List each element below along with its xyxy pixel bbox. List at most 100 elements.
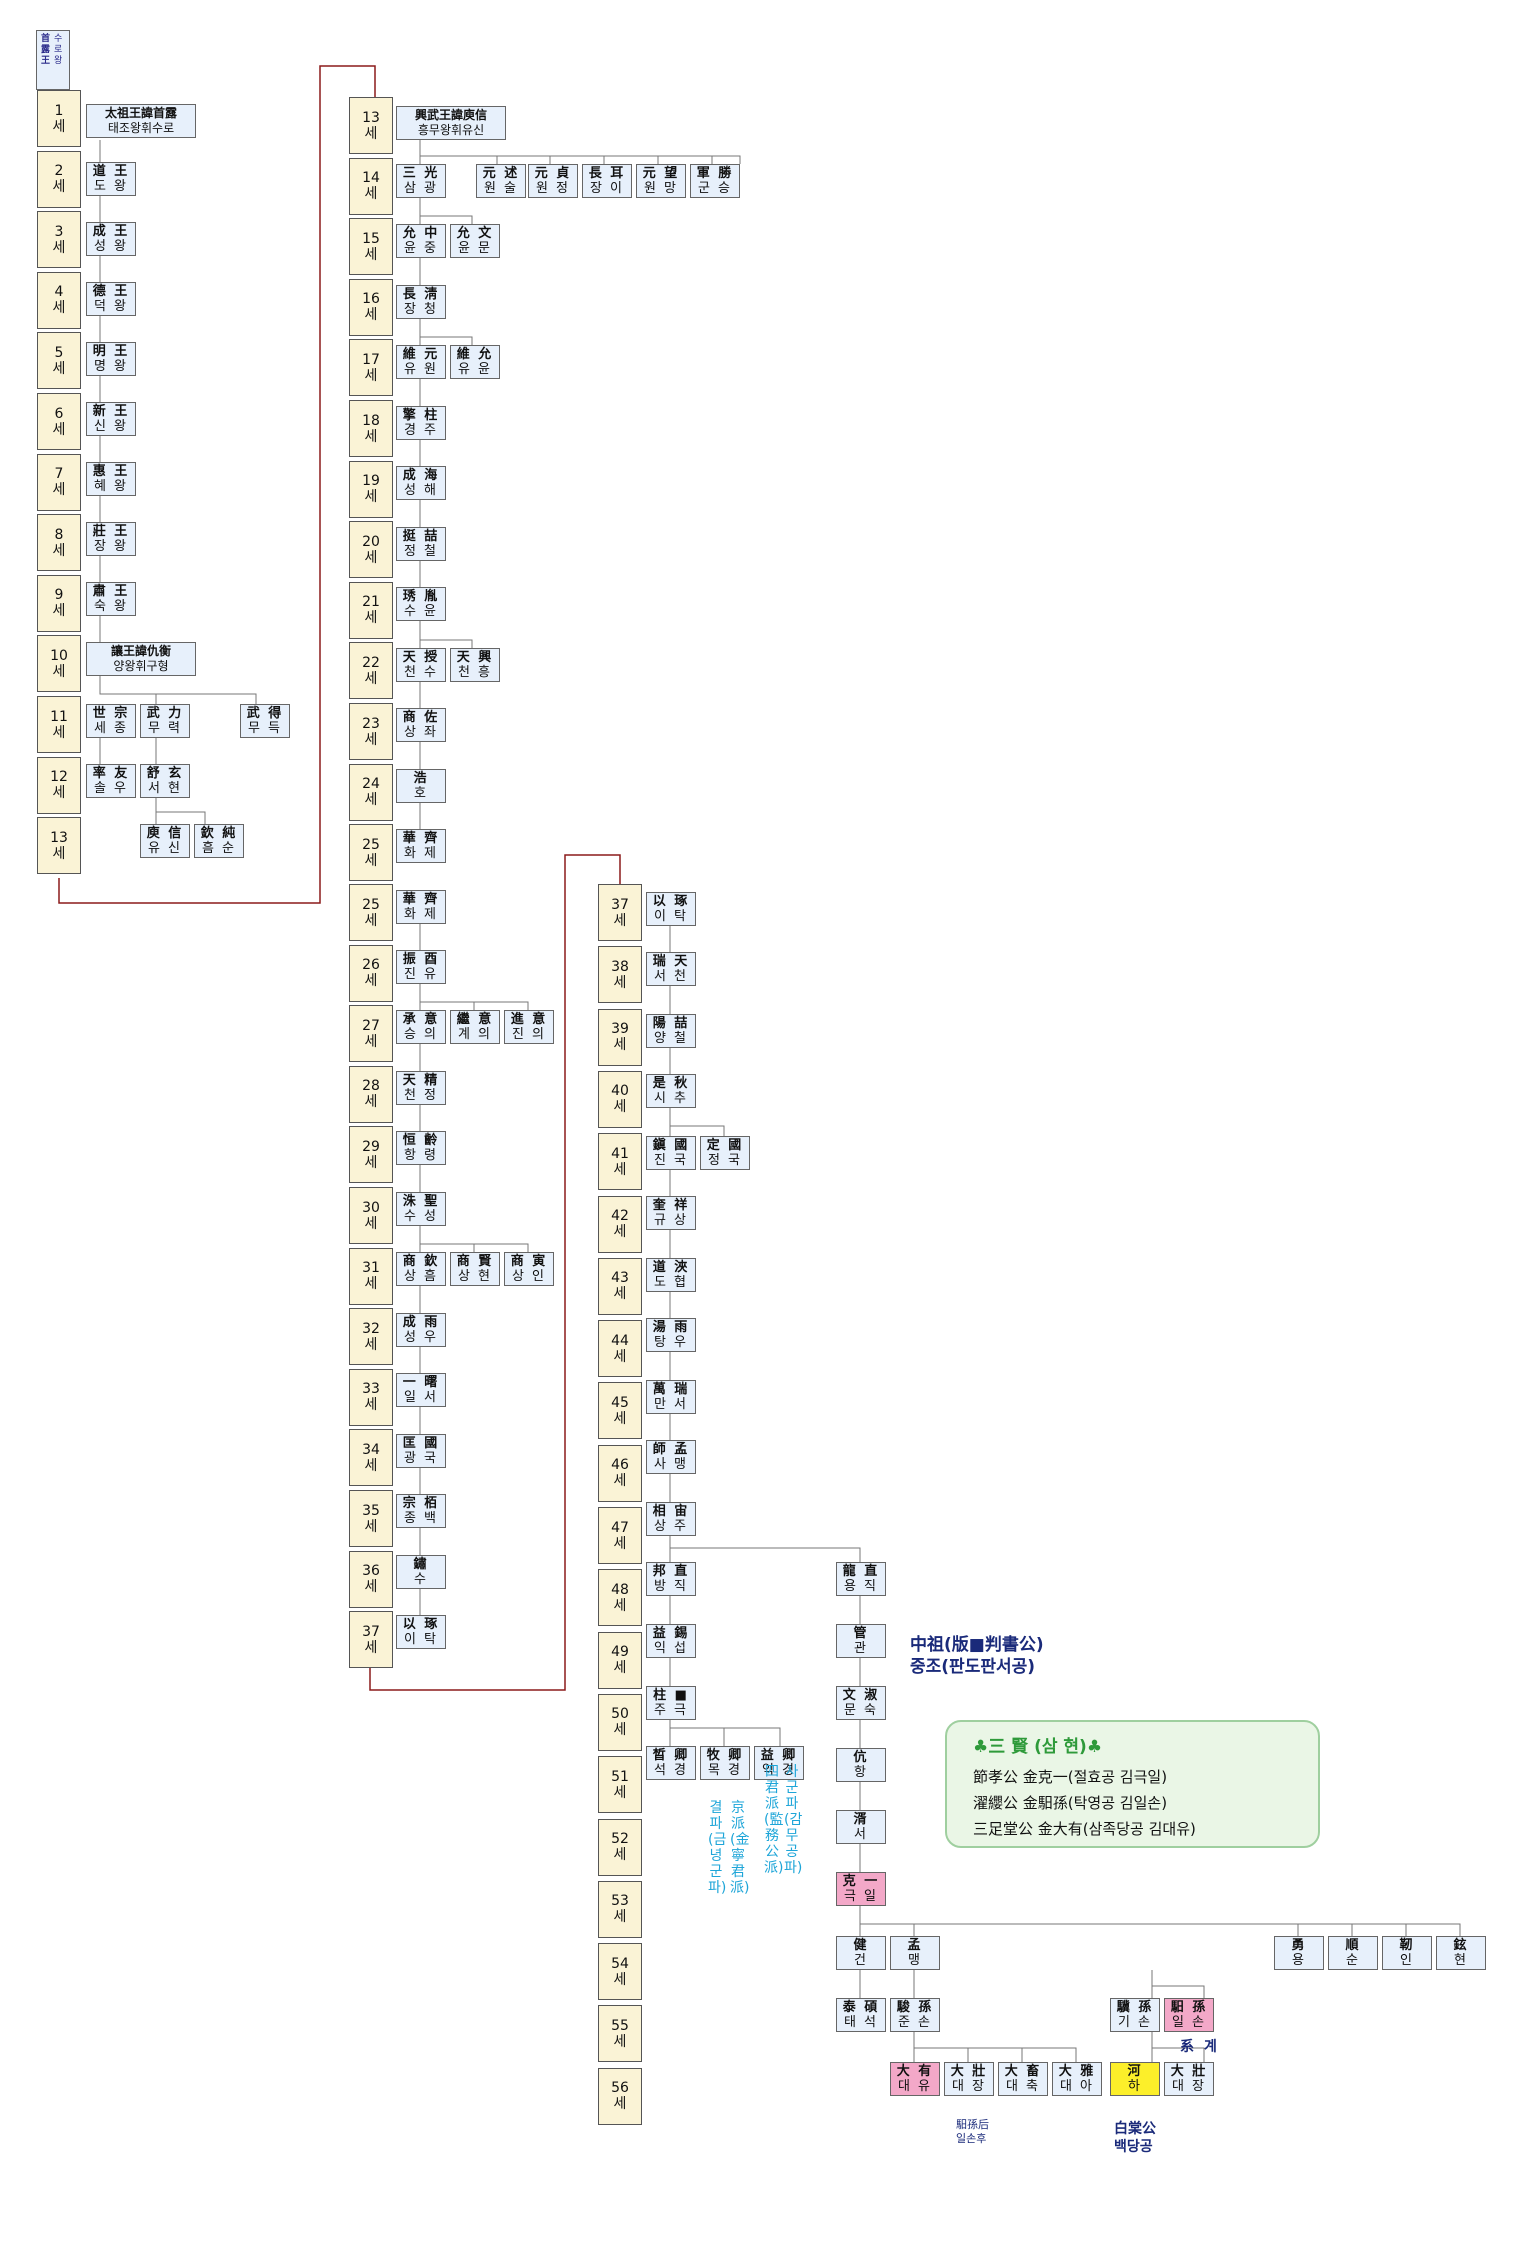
person-hanja: 河	[1127, 2064, 1143, 2079]
person-hanja: 讓王諱仇衡	[110, 644, 171, 658]
person-hanja: 師 孟	[652, 1442, 690, 1457]
generation-label: 41세	[598, 1133, 642, 1191]
person-hanja: 大 壯	[950, 2064, 988, 2079]
generation-label: 7세	[37, 453, 81, 511]
person-hangul: 유 윤	[457, 362, 493, 377]
person-hanja: 三 光	[402, 166, 440, 181]
generation-label: 28세	[349, 1065, 393, 1123]
generation-label: 51세	[598, 1756, 642, 1814]
person-hangul: 태조왕휘수로	[107, 121, 175, 135]
generation-label: 12세	[37, 756, 81, 814]
person-hanja: 浩	[413, 771, 429, 786]
generation-label: 24세	[349, 763, 393, 821]
generation-text: 24세	[362, 776, 380, 809]
person-hanja: 益 卿	[760, 1748, 798, 1763]
baekdang-hanja: 白棠公	[1114, 2121, 1156, 2137]
generation-text: 17세	[362, 351, 380, 384]
generation-text: 19세	[362, 473, 380, 506]
jungjo-hangul: 중조(판도판서공)	[910, 1657, 1036, 1677]
generation-text: 6세	[52, 405, 66, 438]
person-hanja: 克 一	[842, 1874, 880, 1889]
generation-text: 36세	[362, 1563, 380, 1596]
person-hangul: 대 아	[1059, 2079, 1095, 2094]
person-hangul: 원 망	[643, 181, 679, 196]
person-hanja: 晳 卿	[652, 1748, 690, 1763]
person-hangul: 수	[414, 1572, 428, 1587]
person-hangul: 태 석	[843, 2015, 879, 2030]
generation-label: 1세	[37, 90, 81, 147]
generation-label: 10세	[37, 635, 81, 693]
person-hangul: 서 천	[653, 969, 689, 984]
person-hangul: 유 원	[403, 362, 439, 377]
gyeolpa-label: 결파(금녕군파)	[708, 1800, 727, 1896]
person-hanja: 定 國	[706, 1138, 744, 1153]
generation-label: 40세	[598, 1070, 642, 1128]
person-hanja: 商 寅	[510, 1254, 548, 1269]
generation-label: 3세	[37, 211, 81, 269]
generation-label: 19세	[349, 460, 393, 518]
person-hangul: 일 손	[1171, 2015, 1207, 2030]
ilson-hangul: 일손후	[956, 2132, 987, 2145]
person-hanja: 恒 齡	[402, 1133, 440, 1148]
generation-text: 4세	[52, 284, 66, 317]
generation-text: 38세	[611, 958, 629, 991]
person-hangul: 맹	[908, 1953, 922, 1968]
generation-text: 43세	[611, 1270, 629, 1303]
sagunpa-hangul-label: 사군파(감무공파)	[784, 1764, 803, 1876]
person-hangul: 상 흠	[403, 1269, 439, 1284]
person-hanja: 承 意	[402, 1012, 440, 1027]
person-hangul: 시 추	[653, 1091, 689, 1106]
person-hangul: 목 경	[707, 1763, 743, 1778]
person-hanja: 是 秋	[652, 1076, 690, 1091]
person-hanja: 萬 瑞	[652, 1382, 690, 1397]
generation-label: 52세	[598, 1818, 642, 1876]
generation-label: 54세	[598, 1943, 642, 2001]
person-hangul: 상 좌	[403, 725, 439, 740]
person-hangul: 하	[1128, 2079, 1142, 2094]
person-hangul: 도 협	[653, 1275, 689, 1290]
person-hangul: 장 이	[589, 181, 625, 196]
person-hangul: 기 손	[1117, 2015, 1153, 2030]
person-hangul: 서 현	[147, 781, 183, 796]
person-hanja: 鏽	[413, 1557, 429, 1572]
person-hanja: 興武王諱庾信	[414, 108, 487, 122]
person-hanja: 洙 聖	[402, 1194, 440, 1209]
generation-text: 25세	[362, 896, 380, 929]
person-hanja: 駿 孫	[896, 2000, 934, 2015]
person-hanja: 一 曙	[402, 1375, 440, 1390]
person-hangul: 신 왕	[93, 419, 129, 434]
person-hanja: 太祖王諱首露	[104, 106, 177, 120]
person-hanja: 元 貞	[534, 166, 572, 181]
person-hangul: 정 국	[707, 1153, 743, 1168]
person-hanja: 武 力	[146, 706, 184, 721]
person-hangul: 도 왕	[93, 179, 129, 194]
person-hangul: 대 축	[1005, 2079, 1041, 2094]
